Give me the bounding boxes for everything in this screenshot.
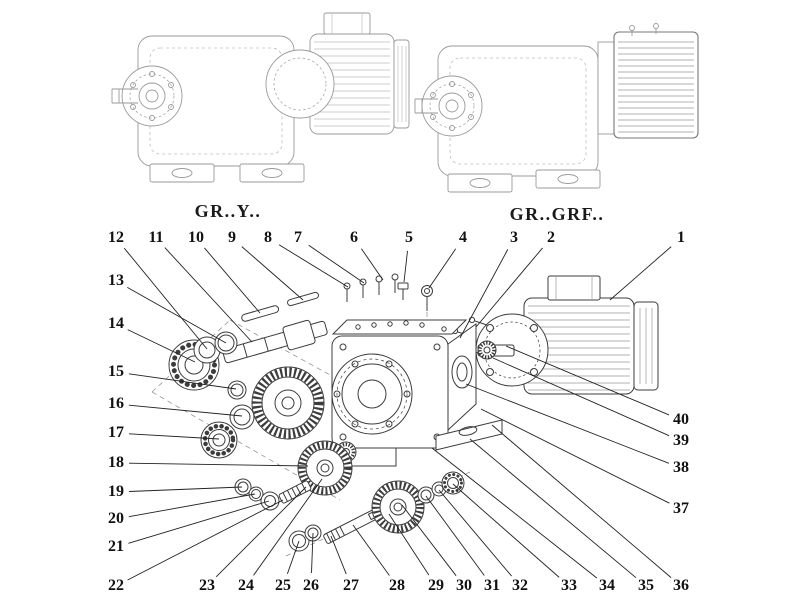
motor bbox=[475, 275, 659, 395]
leader-line-30 bbox=[401, 504, 457, 576]
leader-line-1 bbox=[609, 246, 672, 301]
intermediate-gear-cluster bbox=[234, 440, 357, 511]
assembly-axis-lines bbox=[151, 312, 471, 557]
leader-line-22 bbox=[127, 499, 284, 581]
leader-line-14 bbox=[127, 329, 196, 363]
leader-line-10 bbox=[204, 247, 261, 314]
shaft-key-short bbox=[287, 291, 319, 307]
leader-line-39 bbox=[492, 357, 670, 437]
leader-line-37 bbox=[480, 408, 670, 504]
leader-line-11 bbox=[164, 247, 253, 343]
seal-and-bearing-cluster bbox=[168, 331, 247, 400]
leader-line-17 bbox=[128, 433, 220, 440]
cover-screws bbox=[343, 273, 433, 311]
leader-line-8 bbox=[278, 244, 349, 288]
eye-bolt bbox=[421, 285, 433, 297]
leader-lines bbox=[123, 244, 672, 581]
leader-line-12 bbox=[123, 247, 208, 350]
output-shaft-assembly bbox=[222, 291, 328, 364]
shaft-key-long bbox=[241, 305, 280, 322]
leader-line-5 bbox=[403, 250, 408, 283]
leader-line-32 bbox=[438, 489, 512, 577]
leader-line-40 bbox=[505, 345, 670, 416]
shim-ring-3 bbox=[260, 491, 280, 511]
leader-line-35 bbox=[469, 438, 637, 579]
leader-line-6 bbox=[361, 248, 384, 281]
leader-line-19 bbox=[128, 486, 243, 492]
leader-line-7 bbox=[308, 244, 365, 284]
model-label-gr-grf: GR..GRF.. bbox=[509, 204, 605, 224]
leader-line-24 bbox=[253, 478, 323, 576]
leader-line-20 bbox=[128, 493, 256, 518]
leader-line-23 bbox=[215, 486, 307, 578]
leader-line-4 bbox=[428, 248, 457, 289]
housing-bore bbox=[331, 353, 413, 435]
housing-front-face bbox=[331, 335, 449, 449]
exploded-view bbox=[123, 244, 672, 581]
leader-line-38 bbox=[465, 383, 670, 464]
leader-line-9 bbox=[241, 246, 304, 301]
ring-31 bbox=[417, 486, 435, 504]
leader-line-26 bbox=[311, 532, 314, 574]
pinion-shaft bbox=[278, 480, 312, 504]
leader-line-13 bbox=[127, 287, 227, 344]
leader-line-28 bbox=[352, 524, 390, 576]
leader-line-3 bbox=[459, 249, 509, 339]
leader-line-27 bbox=[330, 535, 347, 575]
leader-line-36 bbox=[491, 424, 672, 578]
leader-line-25 bbox=[286, 540, 300, 574]
assembled-view-gr-grf bbox=[414, 23, 699, 193]
leader-line-31 bbox=[425, 495, 485, 576]
leader-line-33 bbox=[452, 483, 560, 578]
assembled-view-gr-y bbox=[111, 12, 410, 183]
model-label-gr-y: GR..Y.. bbox=[194, 201, 262, 221]
leader-line-15 bbox=[128, 373, 237, 390]
leader-line-34 bbox=[431, 447, 598, 579]
leader-line-16 bbox=[128, 404, 243, 417]
leader-line-29 bbox=[388, 513, 430, 576]
output-gear bbox=[251, 366, 325, 440]
breather-plug bbox=[397, 282, 409, 290]
leader-line-21 bbox=[128, 500, 270, 544]
leader-line-2 bbox=[475, 247, 543, 328]
spacer-and-bearing bbox=[200, 404, 255, 459]
leader-line-18 bbox=[128, 462, 309, 467]
housing-cover-plate bbox=[331, 319, 468, 335]
